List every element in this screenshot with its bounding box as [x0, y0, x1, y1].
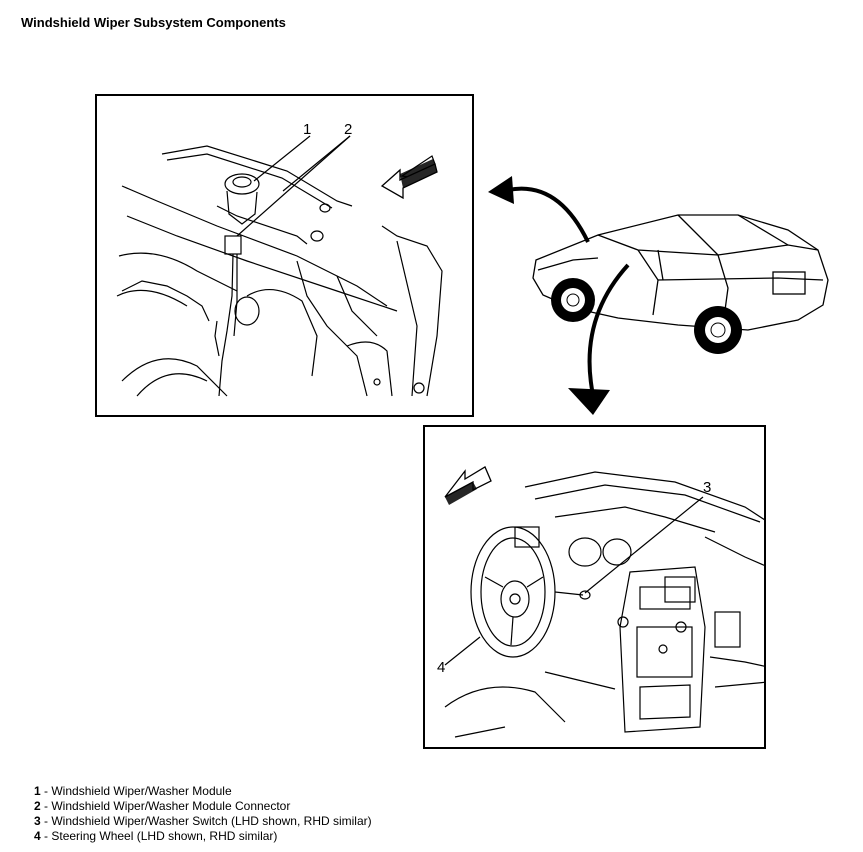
callout-1: 1 — [303, 121, 312, 138]
callout-2: 2 — [344, 121, 353, 138]
wiper-module-view: 1 2 — [95, 94, 474, 417]
vehicle-illustration — [488, 176, 829, 415]
arrow-to-cabin-view — [568, 388, 610, 415]
callout-4: 4 — [437, 659, 446, 676]
page-title: Windshield Wiper Subsystem Components — [21, 15, 286, 30]
front-direction-arrow — [380, 155, 438, 200]
callout-3: 3 — [703, 479, 712, 496]
legend-item: 1 - Windshield Wiper/Washer Module — [34, 784, 232, 798]
legend-item: 2 - Windshield Wiper/Washer Module Conne… — [34, 799, 291, 813]
component-legend: 1 - Windshield Wiper/Washer Module 2 - W… — [34, 784, 372, 844]
front-direction-arrow-cabin — [444, 466, 492, 505]
wiper-module-illustration — [116, 135, 443, 397]
arrow-to-wiper-view — [488, 176, 514, 204]
cabin-view: 3 4 — [423, 425, 766, 749]
legend-item: 3 - Windshield Wiper/Washer Switch (LHD … — [34, 814, 372, 828]
vehicle-overview — [478, 160, 863, 420]
cabin-illustration — [444, 466, 764, 738]
legend-item: 4 - Steering Wheel (LHD shown, RHD simil… — [34, 829, 278, 843]
